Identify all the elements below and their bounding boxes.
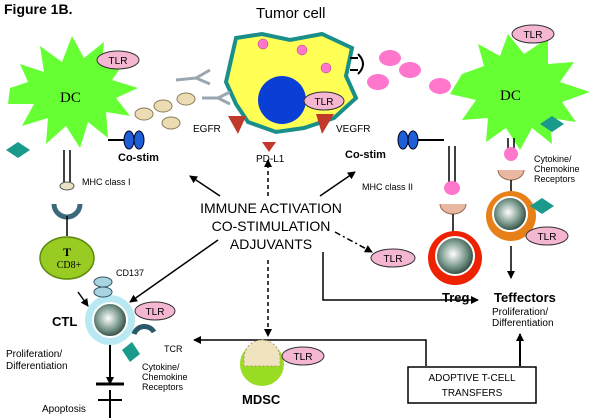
cd137-label: CD137 <box>116 268 144 278</box>
apoptosis-label: Apoptosis <box>42 404 86 415</box>
tlr-mdsc-label: TLR <box>294 352 313 363</box>
ctl-cytokine-2: Chemokine <box>142 372 188 382</box>
treg-cell: Treg <box>428 203 482 305</box>
teal-diamond-effector <box>530 198 554 214</box>
tlr-badge-treg: TLR <box>370 248 416 268</box>
mhc-class-1: MHC class I <box>59 150 131 191</box>
cytokine-right-1: Cytokine/ <box>534 154 572 164</box>
tumor-nucleus <box>258 76 306 124</box>
t-cell-t: T <box>63 245 71 259</box>
pdl1-label: PD-L1 <box>256 154 285 165</box>
mdsc-cell: MDSC <box>240 339 284 407</box>
teffectors-label: Teffectors <box>494 290 556 305</box>
tcr-cup-cd8 <box>51 203 83 220</box>
tlr-badge-tumor: TLR <box>303 91 345 111</box>
tlr-treg-label: TLR <box>384 254 403 265</box>
antigen-ovals <box>134 92 196 130</box>
cytokine-right-2: Chemokine <box>534 164 580 174</box>
tlr-badge-dc-left: TLR <box>96 50 140 70</box>
costim-right-label: Co-stim <box>345 149 386 161</box>
vegfr-triangle <box>316 114 334 134</box>
adoptive-line-2: TRANSFERS <box>442 388 503 399</box>
costim-receptor-right: Co-stim <box>345 130 444 161</box>
tlr-badge-mdsc: TLR <box>281 346 325 366</box>
adoptive-line-1: ADOPTIVE T-CELL <box>428 373 516 384</box>
teal-diamond-dc-right <box>540 116 564 132</box>
teffectors-prolif-1: Proliferation/ <box>492 307 548 318</box>
pdl1-triangle <box>262 142 276 152</box>
antibody-y-shapes <box>175 68 231 106</box>
costim-left-label: Co-stim <box>118 152 159 164</box>
tlr-tumor-label: TLR <box>315 97 334 108</box>
t-cell-cd8: CD8+ <box>57 260 82 271</box>
floating-pink-circles <box>367 50 451 94</box>
arrows <box>77 159 524 418</box>
center-line-3: ADJUVANTS <box>230 236 312 252</box>
teffectors-prolif-2: Differentiation <box>492 318 554 329</box>
center-line-1: IMMUNE ACTIVATION <box>200 200 342 216</box>
tcr-cup-ctl <box>131 324 157 336</box>
mhc-class-1-label: MHC class I <box>82 177 131 187</box>
figure-label: Figure 1B. <box>4 1 72 17</box>
ctl-cell: CTL CD137 TCR Proliferation/ Differentia… <box>6 268 188 415</box>
teal-diamond-dc-left <box>6 142 30 158</box>
tlr-ctl-label: TLR <box>146 307 165 318</box>
dendritic-cell-right: DC <box>450 34 590 150</box>
tlr-dc-left-label: TLR <box>109 56 128 67</box>
treg-label: Treg <box>442 290 470 305</box>
egfr-triangle <box>228 116 246 134</box>
dc-right-body <box>450 34 590 150</box>
tlr-badge-ctl: TLR <box>134 301 176 321</box>
costim-receptor-left: Co-stim <box>108 130 159 164</box>
adoptive-transfer-box: ADOPTIVE T-CELL TRANSFERS <box>407 366 537 404</box>
tlr-badge-dc-right: TLR <box>511 24 555 44</box>
mdsc-label: MDSC <box>242 392 281 407</box>
ctl-label: CTL <box>52 314 77 329</box>
egfr-label: EGFR <box>193 124 221 135</box>
tlr-badge-effector: TLR <box>525 226 569 246</box>
cytokine-right-3: Receptors <box>534 174 576 184</box>
tumor-cell-title: Tumor cell <box>256 5 325 22</box>
ctl-prolif-1: Proliferation/ <box>6 349 62 360</box>
vegfr-label: VEGFR <box>336 124 370 135</box>
mhc-class-2: MHC class II <box>362 146 460 195</box>
tlr-dc-right-label: TLR <box>524 30 543 41</box>
dc-right-cytokine-stalk <box>497 138 525 196</box>
ctl-prolif-2: Differentiation <box>6 361 68 372</box>
effector-cell: Teffectors Proliferation/ Differentiatio… <box>486 191 556 329</box>
dc-left-label: DC <box>60 90 81 106</box>
cd8-t-cell: T CD8+ <box>39 236 95 280</box>
ctl-cytokine-1: Cytokine/ <box>142 362 180 372</box>
center-line-2: CO-STIMULATION <box>212 218 331 234</box>
tcr-label: TCR <box>164 344 183 354</box>
ctl-cytokine-3: Receptors <box>142 382 184 392</box>
center-immune-activation: IMMUNE ACTIVATION CO-STIMULATION ADJUVAN… <box>200 200 342 252</box>
dc-right-label: DC <box>500 88 521 104</box>
teal-diamond-ctl <box>122 342 140 362</box>
mhc-class-2-label: MHC class II <box>362 182 413 192</box>
tlr-effector-label: TLR <box>538 232 557 243</box>
